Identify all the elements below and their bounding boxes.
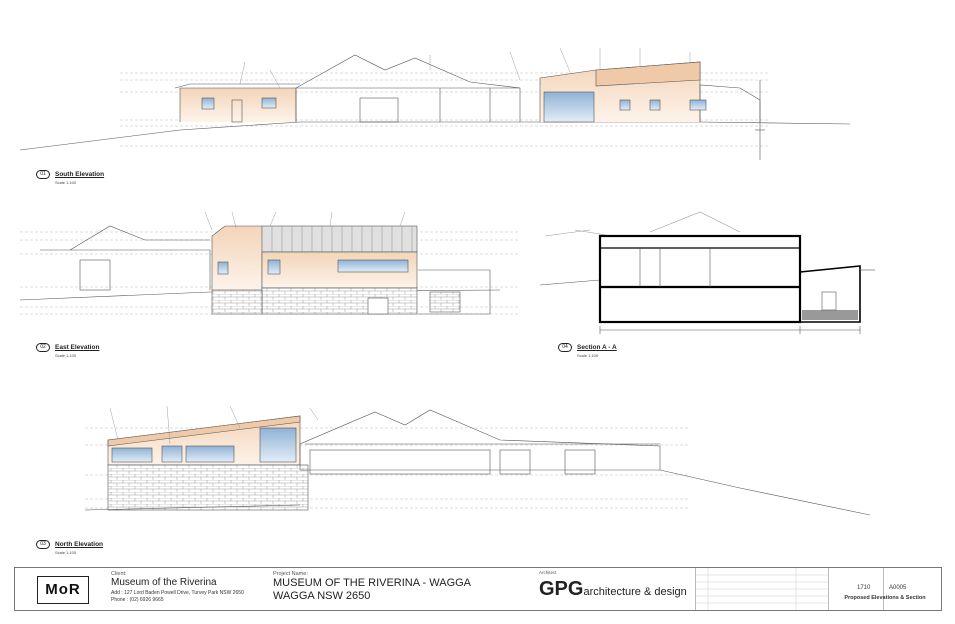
- east-elevation: [19, 225, 520, 315]
- view-title-section: 04 Section A - A Scale 1:100: [558, 343, 617, 358]
- project-number: 1710: [857, 585, 871, 591]
- view-title-south: 01 South Elevation Scale 1:100: [36, 170, 104, 185]
- view-number-badge: 03: [36, 540, 50, 549]
- view-title: Section A - A: [577, 344, 617, 352]
- view-title: North Elevation: [55, 541, 104, 549]
- view-title: East Elevation: [55, 344, 100, 352]
- revision-table: [695, 568, 829, 610]
- south-elevation: [19, 54, 851, 160]
- view-number-badge: 04: [558, 343, 572, 352]
- architect-logo: GPGarchitecture & design: [539, 578, 687, 601]
- client-name: Museum of the Riverina: [111, 577, 217, 588]
- view-scale: Scale 1:100: [577, 353, 599, 358]
- architect-logo-text: architecture & design: [583, 586, 687, 598]
- view-scale: Scale 1:100: [55, 180, 77, 185]
- drawing-title: Proposed Elevations & Section: [844, 595, 926, 601]
- client-phone: Phone : (02) 6926 9665: [111, 597, 164, 603]
- view-number-badge: 02: [36, 343, 50, 352]
- section-a-a: [539, 211, 875, 334]
- project-name-line2: WAGGA NSW 2650: [273, 590, 371, 602]
- view-number-badge: 01: [36, 170, 50, 179]
- view-title-east: 02 East Elevation Scale 1:100: [36, 343, 99, 358]
- view-title-north: 03 North Elevation Scale 1:100: [36, 540, 103, 555]
- client-logo: MoR: [37, 576, 89, 604]
- architect-logo-mark: GPG: [539, 578, 584, 600]
- annotation-leaders: [109, 47, 691, 445]
- title-block: MoR Client: Museum of the Riverina Add :…: [14, 567, 942, 611]
- view-scale: Scale 1:100: [55, 550, 77, 555]
- drawing-no-cell: A0005: [883, 568, 941, 610]
- drawing-number: A0005: [889, 585, 907, 591]
- client-label: Client:: [111, 571, 127, 577]
- project-label: Project Name:: [273, 571, 308, 577]
- project-no-cell: 1710: [827, 568, 884, 610]
- view-title: South Elevation: [55, 171, 105, 179]
- project-name-line1: MUSEUM OF THE RIVERINA - WAGGA: [273, 577, 472, 589]
- view-scale: Scale 1:100: [55, 353, 77, 358]
- architect-label: Architect: [539, 570, 557, 575]
- revision-grid: [696, 568, 828, 610]
- client-address: Add : 127 Lord Baden Powell Drive, Turve…: [111, 590, 244, 596]
- north-elevation: [84, 409, 871, 516]
